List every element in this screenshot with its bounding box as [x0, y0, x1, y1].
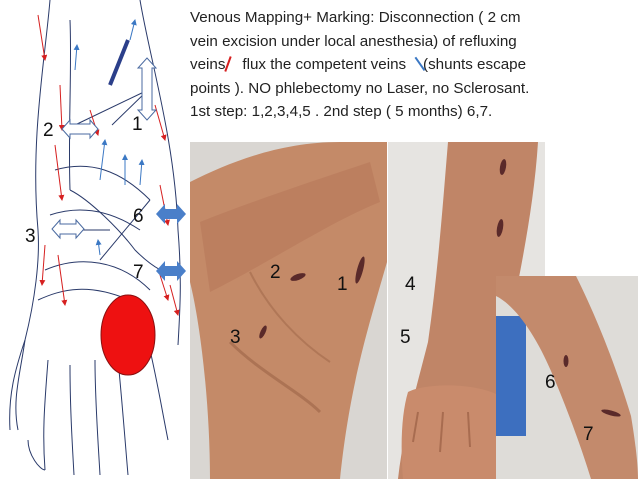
competent-arrows [73, 19, 145, 256]
photo-label-5: 5 [400, 327, 411, 348]
escape-arrow-6 [156, 204, 186, 224]
disconnection-arrow-3 [51, 218, 85, 240]
caption-line-1: Venous Mapping+ Marking: Disconnection (… [190, 9, 521, 26]
photo-label-4: 4 [405, 274, 416, 295]
diagram-label-3: 3 [25, 226, 36, 247]
mark-4 [496, 219, 504, 237]
diagram-label-6: 6 [133, 206, 144, 227]
caption: Venous Mapping+ Marking: Disconnection (… [190, 6, 634, 124]
caption-line-5: 1st step: 1,2,3,4,5 . 2nd step ( 5 month… [190, 103, 493, 120]
caption-shunts: (shunts escape [423, 56, 527, 73]
diagram-label-1: 1 [132, 114, 143, 135]
mark-3 [259, 325, 267, 339]
photo-forearm [190, 142, 387, 479]
red-disc [100, 294, 156, 376]
reflux-symbol [225, 53, 233, 77]
mark-2 [290, 273, 306, 281]
photo-label-6: 6 [545, 372, 556, 393]
photo-label-2: 2 [270, 262, 281, 283]
photo-arm-side [496, 276, 638, 479]
photo-label-7: 7 [583, 424, 594, 445]
reflux-arrows [37, 14, 180, 316]
mark-6 [563, 355, 569, 367]
caption-flux: flux the competent veins [233, 56, 415, 73]
photo-label-3: 3 [230, 327, 241, 348]
disconnection-arrow-2 [61, 118, 99, 140]
mark-7 [601, 409, 621, 417]
mark-1 [355, 256, 365, 284]
mark-5 [499, 159, 507, 175]
caption-line-4: points ). NO phlebectomy no Laser, no Sc… [190, 79, 530, 97]
diagram-label-2: 2 [43, 120, 54, 141]
competent-symbol [415, 53, 423, 77]
escape-arrow-7 [156, 261, 186, 281]
caption-line-2: vein excision under local anesthesia) of… [190, 32, 517, 50]
diagram-label-7: 7 [133, 262, 144, 283]
venous-mapping-diagram [9, 0, 186, 476]
arm-outline [9, 0, 181, 476]
incision-bar [108, 39, 130, 86]
caption-veins: veins [190, 56, 226, 73]
photo-label-1: 1 [337, 274, 348, 295]
caption-line-3: veins flux the competent veins (shunts e… [190, 53, 634, 77]
disconnection-arrow-1 [136, 57, 158, 121]
